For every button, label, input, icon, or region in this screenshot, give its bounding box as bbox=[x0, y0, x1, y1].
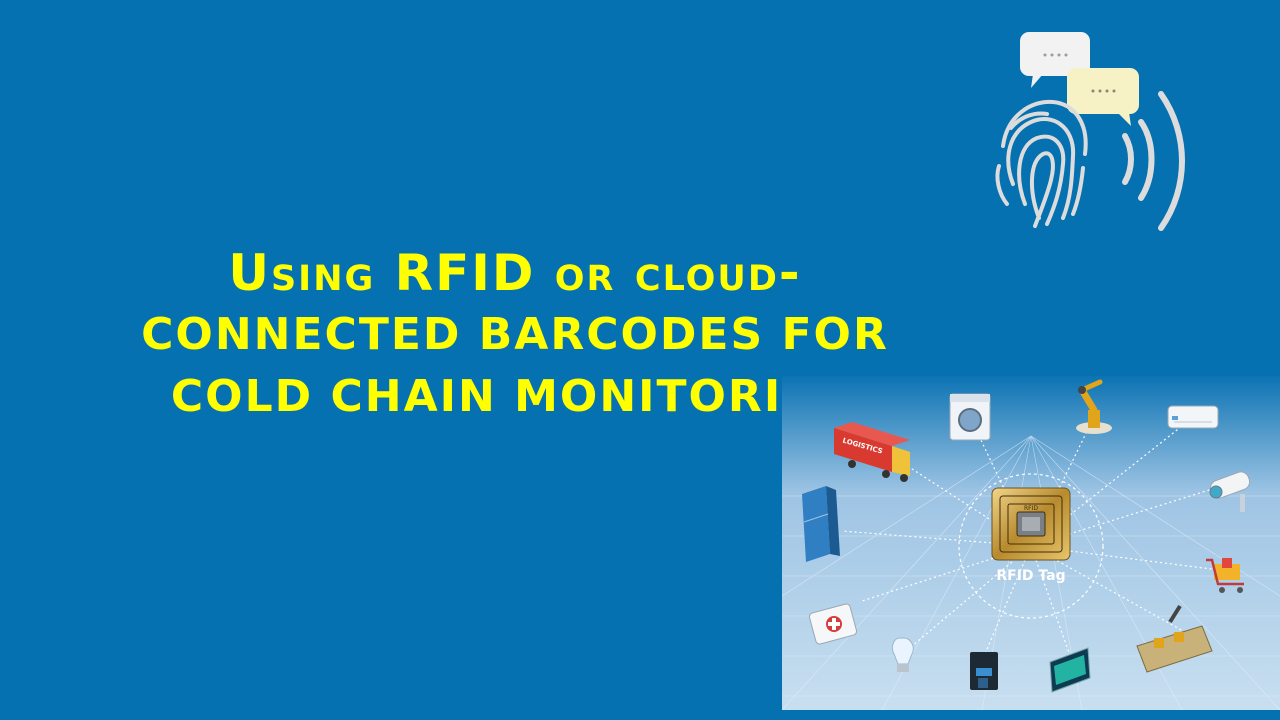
title-line-3: cold chain monitoring bbox=[170, 371, 860, 422]
rfid-iot-illustration: RFID RFID Tag bbox=[782, 376, 1280, 710]
logistics-truck-icon: LOGISTICS bbox=[834, 422, 910, 482]
rfid-tag-icon: RFID bbox=[991, 487, 1071, 561]
monitor-icon bbox=[1049, 647, 1091, 693]
assembly-line-icon bbox=[1136, 604, 1213, 673]
air-conditioner-icon bbox=[1167, 405, 1219, 429]
light-bulb-icon bbox=[891, 637, 914, 672]
robot-arm-icon bbox=[1076, 379, 1112, 434]
signal-waves-icon bbox=[1122, 91, 1185, 231]
title-line-1: Using RFID or cloud- bbox=[228, 244, 802, 302]
tag-chip-label: RFID bbox=[1024, 505, 1038, 512]
cctv-camera-icon bbox=[1209, 471, 1251, 512]
slide-title: Using RFID or cloud- connected barcodes … bbox=[60, 242, 970, 428]
title-line-2: connected barcodes for bbox=[141, 309, 889, 360]
first-aid-kit-icon bbox=[808, 603, 858, 645]
biometric-communication-graphic bbox=[985, 28, 1205, 238]
chat-bubble-icon bbox=[1067, 68, 1139, 126]
fingerprint-icon bbox=[995, 99, 1088, 228]
shopping-cart-icon bbox=[1206, 558, 1244, 593]
chat-bubble-icon bbox=[1020, 32, 1090, 88]
washing-machine-icon bbox=[949, 393, 991, 441]
rfid-tag-caption: RFID Tag bbox=[996, 568, 1065, 584]
refrigerator-icon bbox=[802, 486, 840, 562]
coffee-machine-icon bbox=[970, 652, 998, 690]
